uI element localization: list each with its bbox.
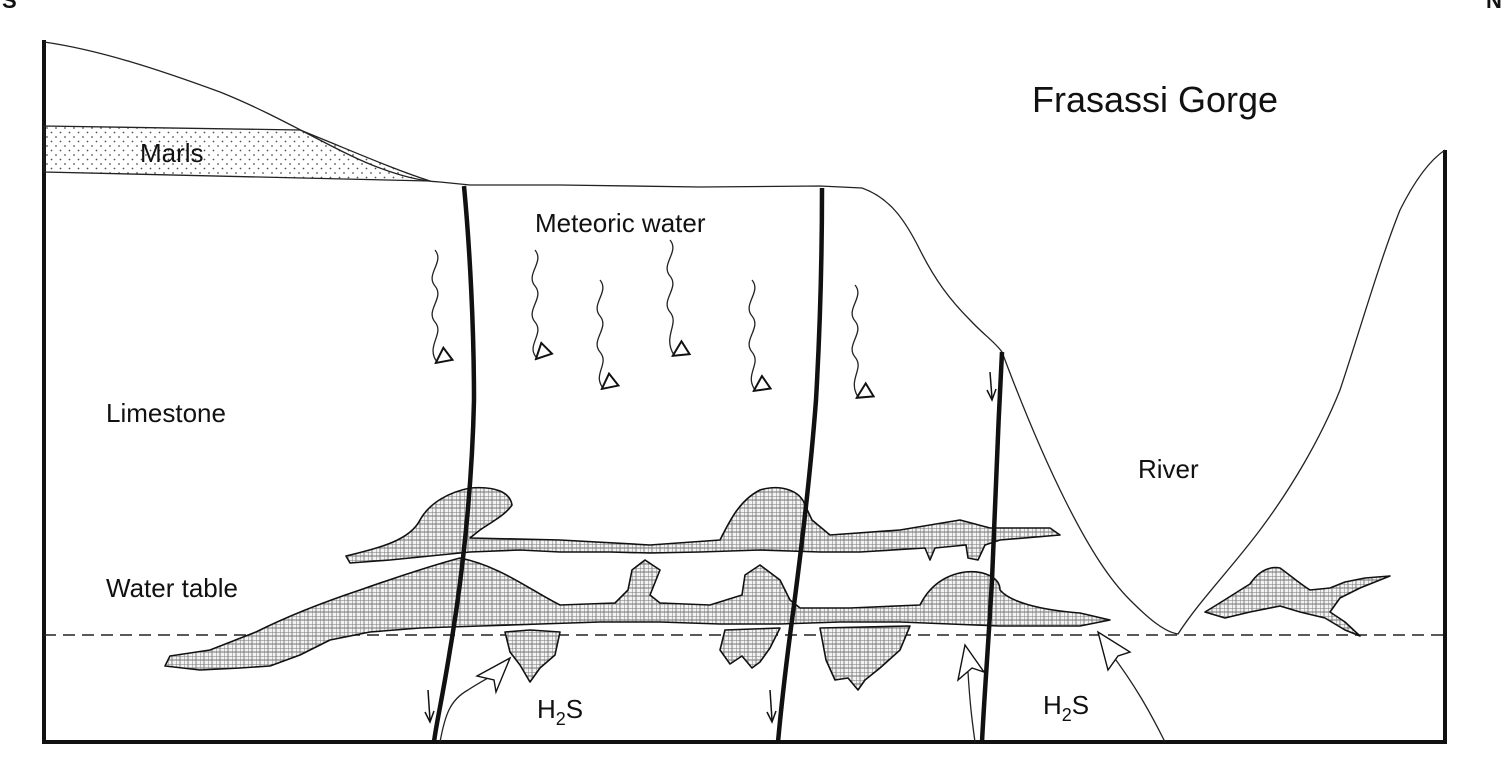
wavy-arrow-icon: [851, 284, 858, 397]
h2s-s: S: [566, 694, 583, 724]
label-marls: Marls: [140, 138, 204, 168]
corner-label-south: S: [2, 0, 17, 13]
open-arrowhead-icon: [956, 643, 986, 682]
arrow-down-icon: [424, 710, 435, 724]
label-river: River: [1138, 454, 1199, 484]
label-limestone: Limestone: [106, 398, 226, 428]
label-water-table: Water table: [106, 573, 238, 603]
cave-passage-upper: [345, 486, 1061, 564]
wavy-arrow-icon: [748, 279, 755, 390]
arrow-down-icon: [769, 689, 773, 721]
open-arrowhead-icon: [1096, 630, 1132, 672]
cave-passage-lower: [504, 629, 561, 683]
ground-surface: [43, 41, 1446, 635]
meteoric-water-arrows: [431, 239, 858, 397]
label-meteoric-water: Meteoric water: [535, 208, 706, 238]
cave-passage-river-right: [1204, 566, 1391, 637]
cave-passage-lower-center: [719, 627, 781, 669]
fault-displacement-arrows: [424, 371, 997, 724]
wavy-arrow-icon: [531, 249, 538, 358]
h2s-h: H: [1043, 690, 1062, 720]
curved-arrow-icon: [439, 669, 503, 743]
cave-passage-middle: [164, 557, 1111, 671]
arrow-down-icon: [986, 388, 997, 402]
marls-layer: [43, 125, 431, 182]
cave-passage-lower-right: [819, 625, 911, 691]
curved-arrow-icon: [967, 671, 976, 743]
arrow-down-icon: [427, 689, 431, 721]
h2s-subscript: 2: [556, 709, 566, 729]
corner-label-north: N: [1486, 0, 1502, 13]
cave-system: [164, 486, 1391, 691]
fault-line-2: [775, 187, 825, 743]
section-frame: [42, 40, 1447, 744]
h2s-h: H: [537, 694, 556, 724]
label-h2s-right: H2S: [1043, 690, 1089, 725]
wavy-arrow-icon: [596, 279, 603, 388]
label-h2s-left: H2S: [537, 694, 583, 729]
curved-arrow-icon: [1109, 651, 1166, 743]
wavy-arrow-icon: [431, 249, 438, 362]
wavy-arrow-icon: [666, 239, 674, 355]
fault-line-1: [431, 185, 477, 743]
faults: [431, 185, 1005, 743]
arrow-down-icon: [766, 710, 777, 724]
diagram-title: Frasassi Gorge: [1032, 79, 1278, 120]
open-arrowhead-icon: [475, 656, 512, 695]
fault-line-3: [979, 351, 1005, 743]
arrow-down-icon: [989, 371, 993, 399]
h2s-s: S: [1072, 690, 1089, 720]
h2s-subscript: 2: [1062, 705, 1072, 725]
h2s-rising-arrows: [439, 630, 1166, 743]
